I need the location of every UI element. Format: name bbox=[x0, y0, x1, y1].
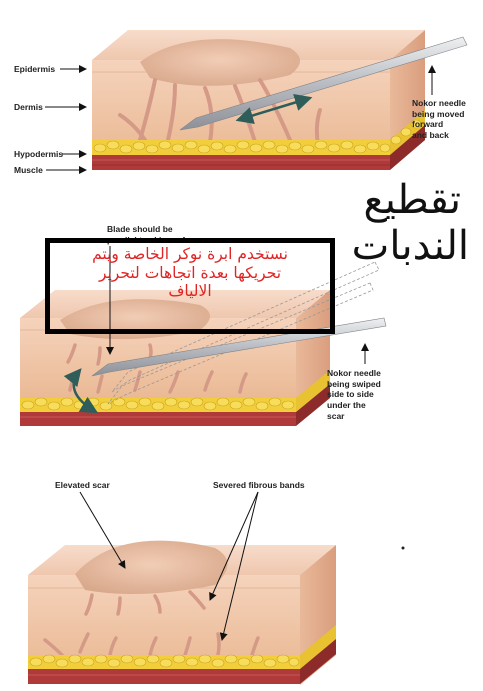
elevated-scar-mound bbox=[75, 540, 228, 594]
skin-block-3 bbox=[28, 540, 336, 685]
needle-sweep-ghosts bbox=[107, 261, 380, 405]
overlay-line-1: نستخدم ابرة نوكر الخاصة ويتم bbox=[92, 245, 288, 263]
arabic-title-line2: الندبات bbox=[351, 223, 469, 269]
stray-dot bbox=[401, 546, 405, 550]
arabic-title-line1: تقطيع bbox=[363, 177, 461, 223]
motion-arrow-forward-back bbox=[235, 94, 313, 124]
swipe-arrow bbox=[63, 368, 99, 414]
label-hypodermis: Hypodermis bbox=[14, 149, 64, 159]
overlay-line-3: الالياف bbox=[168, 282, 212, 301]
label-dermis: Dermis bbox=[14, 102, 43, 112]
fat-globules bbox=[93, 119, 422, 154]
label-muscle: Muscle bbox=[14, 165, 43, 175]
panel3-pointers bbox=[79, 491, 259, 641]
scar-mound bbox=[140, 39, 300, 86]
overlay-note-text: نستخدم ابرة نوكر الخاصة ويتم تحريكها بعد… bbox=[50, 245, 330, 301]
label-epidermis: Epidermis bbox=[14, 64, 56, 74]
overlay-line-2: تحريكها بعدة اتجاهات لتحرير bbox=[98, 263, 282, 282]
label-elevated-scar: Elevated scar bbox=[55, 480, 110, 490]
severed-bands-3 bbox=[43, 590, 260, 657]
needle-note-2: Nokor needle being swiped side to side u… bbox=[327, 368, 381, 421]
overlay-note-box bbox=[45, 238, 335, 334]
muscle-layer bbox=[92, 125, 425, 170]
needle-note-1: Nokor needle being moved forward and bac… bbox=[412, 98, 466, 140]
layer-label-arrows bbox=[45, 65, 87, 174]
label-severed-bands: Severed fibrous bands bbox=[213, 480, 305, 490]
